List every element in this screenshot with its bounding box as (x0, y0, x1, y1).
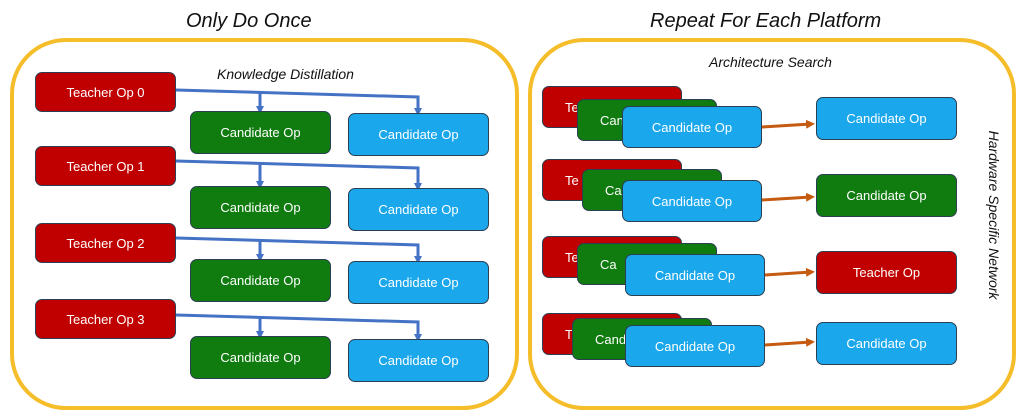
teacher-op-1: Teacher Op 1 (35, 146, 176, 186)
candidate-op-green-1: Candidate Op (190, 186, 331, 229)
search-arrow (761, 192, 815, 202)
knowledge-distillation-label: Knowledge Distillation (217, 66, 354, 82)
selected-op-0: Candidate Op (816, 97, 957, 140)
stack-candidate-op-front: Candidate Op (622, 106, 762, 148)
distill-arrow (175, 159, 422, 191)
candidate-op-green-0: Candidate Op (190, 111, 331, 154)
distill-arrow (175, 313, 422, 342)
teacher-op-3: Teacher Op 3 (35, 299, 176, 339)
candidate-op-blue-2: Candidate Op (348, 261, 489, 304)
teacher-op-0: Teacher Op 0 (35, 72, 176, 112)
selected-op-1: Candidate Op (816, 174, 957, 217)
architecture-search-label: Architecture Search (709, 54, 832, 70)
left-panel-title: Only Do Once (186, 10, 312, 32)
stack-candidate-op-front: Candidate Op (625, 325, 765, 367)
distill-arrow (175, 88, 422, 116)
right-panel-title: Repeat For Each Platform (650, 10, 882, 32)
candidate-op-blue-0: Candidate Op (348, 113, 489, 156)
selected-op-2: Teacher Op (816, 251, 957, 294)
teacher-op-2: Teacher Op 2 (35, 223, 176, 263)
candidate-op-blue-1: Candidate Op (348, 188, 489, 231)
candidate-op-green-2: Candidate Op (190, 259, 331, 302)
selected-op-3: Candidate Op (816, 322, 957, 365)
search-arrow (761, 119, 815, 129)
distill-arrow (175, 236, 422, 264)
stack-candidate-op-front: Candidate Op (625, 254, 765, 296)
search-arrow (764, 267, 815, 277)
stack-candidate-op-front: Candidate Op (622, 180, 762, 222)
search-arrow (764, 337, 815, 347)
candidate-op-blue-3: Candidate Op (348, 339, 489, 382)
candidate-op-green-3: Candidate Op (190, 336, 331, 379)
